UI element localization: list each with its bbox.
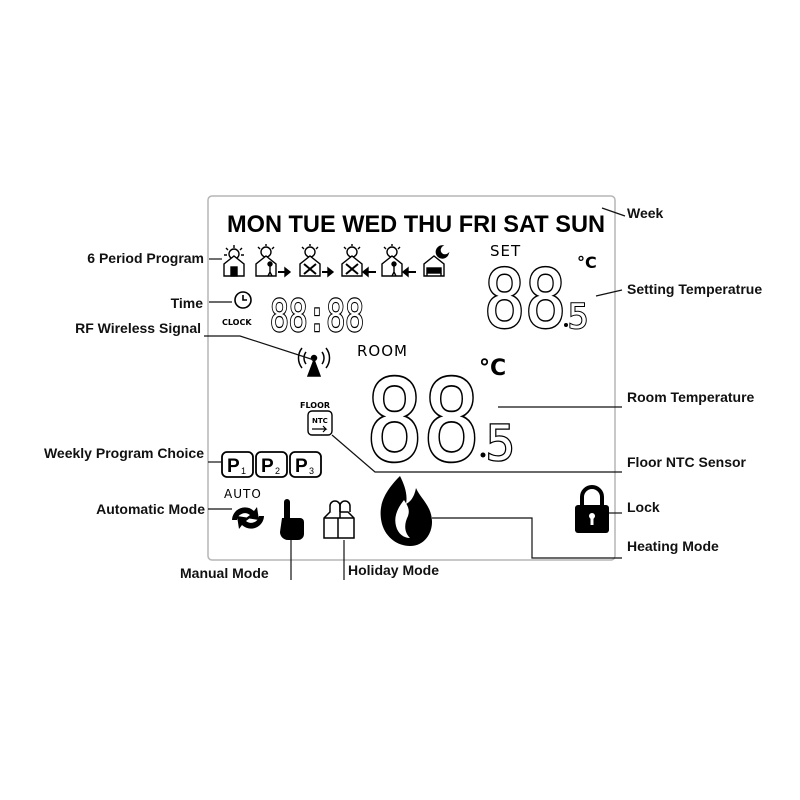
ntc-label: NTC (312, 417, 328, 425)
callout-week: Week (627, 205, 664, 221)
callout-manual-mode: Manual Mode (180, 565, 269, 581)
holiday-bag-icon (323, 500, 355, 539)
period-4-lunch-icon (341, 244, 376, 278)
room-temp-digits: 88 (366, 357, 480, 487)
room-temp-decimal: 5 (486, 416, 515, 472)
weekday-tue: TUE (289, 211, 336, 238)
callout-time: Time (171, 295, 204, 311)
room-unit: °C (479, 356, 506, 381)
program-2-box (255, 451, 288, 478)
period-5-return-icon (381, 244, 416, 278)
auto-cycle-icon (232, 507, 264, 529)
program-1-number: 1 (241, 466, 246, 476)
callout-holiday-mode: Holiday Mode (348, 562, 439, 578)
set-label: SET (490, 242, 521, 260)
clock-label: CLOCK (222, 318, 252, 327)
set-temp-decimal: 5 (568, 297, 588, 337)
callout-floor-ntc: Floor NTC Sensor (627, 454, 747, 470)
set-decimal-point (564, 323, 568, 327)
clock-digits: 88:88 (270, 291, 364, 342)
program-3-number: 3 (309, 466, 314, 476)
callout-lock: Lock (627, 499, 660, 515)
room-label: ROOM (357, 342, 408, 360)
set-temp-digits: 88 (484, 253, 566, 346)
program-2-letter: P (261, 456, 274, 477)
ntc-arrow-icon (312, 425, 328, 433)
program-selector: P 1 P 2 P 3 (221, 451, 322, 478)
program-1-letter: P (227, 456, 240, 477)
callout-setting-temp: Setting Temperatrue (627, 281, 762, 297)
weekday-sun: SUN (555, 211, 605, 238)
callout-rf-wireless: RF Wireless Signal (75, 320, 201, 336)
weekday-sat: SAT (503, 211, 549, 238)
room-decimal-point (480, 452, 486, 458)
period-3-away-icon (299, 244, 335, 278)
weekday-row: MON TUE WED THU FRI SAT SUN (227, 211, 605, 238)
program-1-box (221, 451, 254, 478)
period-2-leave-icon (255, 244, 292, 278)
set-unit: °C (577, 253, 597, 272)
floor-label: FLOOR (300, 401, 330, 410)
callout-automatic-mode: Automatic Mode (96, 501, 205, 517)
weekday-thu: THU (404, 211, 452, 238)
period-1-wake-icon (223, 245, 245, 277)
callout-heating-mode: Heating Mode (627, 538, 719, 554)
weekday-mon: MON (227, 211, 282, 238)
clock-icon (234, 291, 252, 309)
heating-flame-icon (380, 476, 432, 546)
program-3-letter: P (295, 456, 308, 477)
weekday-wed: WED (342, 211, 397, 238)
auto-label: AUTO (224, 487, 262, 501)
program-2-number: 2 (275, 466, 280, 476)
callout-weekly-program: Weekly Program Choice (44, 445, 204, 461)
weekday-fri: FRI (459, 211, 497, 238)
lock-icon (575, 485, 609, 533)
callout-six-period: 6 Period Program (87, 250, 204, 266)
program-3-box (289, 451, 322, 478)
manual-hand-icon (280, 499, 304, 540)
rf-signal-icon (297, 347, 331, 377)
period-6-sleep-icon (423, 245, 450, 277)
leader-lines (204, 207, 626, 580)
callout-room-temp: Room Temperature (627, 389, 755, 405)
period-icons (223, 244, 450, 278)
